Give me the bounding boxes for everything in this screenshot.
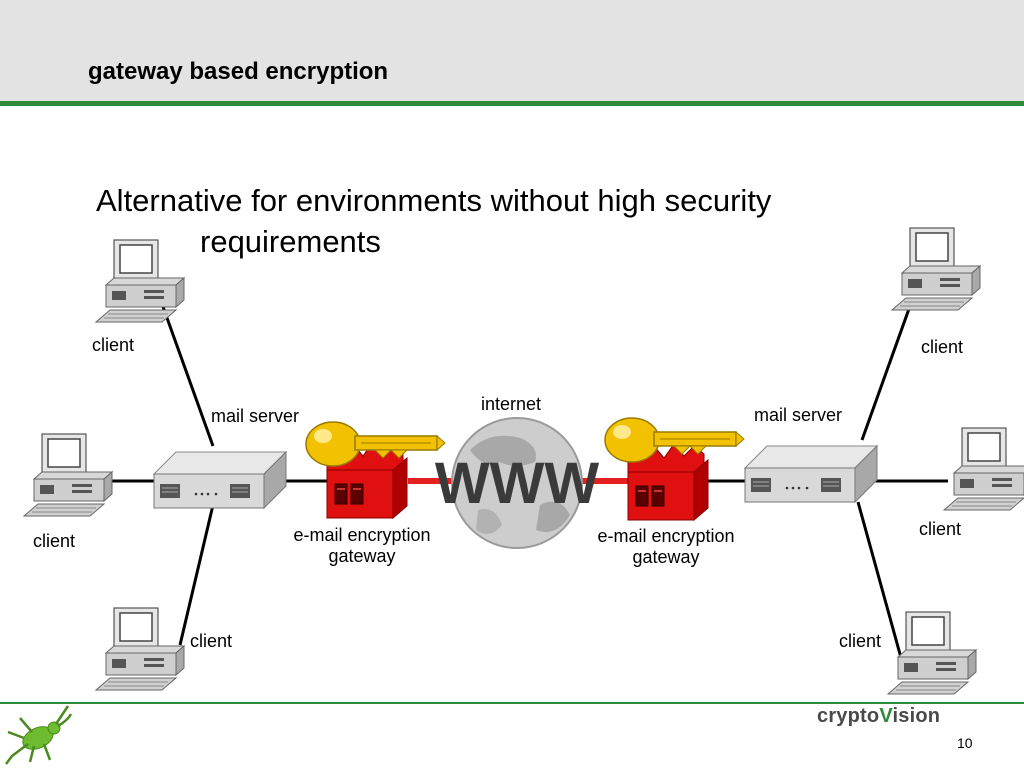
- header-bar: [0, 0, 1024, 101]
- gateway-label-line1: e-mail encryption: [293, 525, 431, 545]
- client-computer-icon: [95, 239, 185, 323]
- client-label: client: [839, 631, 882, 651]
- mail-server-label: mail server: [754, 405, 843, 425]
- gateway-label-line1: e-mail encryption: [597, 526, 735, 546]
- header-divider: [0, 101, 1024, 106]
- client-computer-icon: [891, 227, 981, 311]
- subtitle-line2: requirements: [200, 224, 381, 259]
- internet-globe-icon: WWW: [435, 417, 599, 549]
- mail-server-label: mail server: [211, 406, 300, 426]
- client-computer-icon: [943, 427, 1024, 511]
- slide-subtitle: Alternative for environments without hig…: [96, 180, 896, 262]
- mail-server-icon: [744, 445, 878, 503]
- gateway-label: e-mail encryption gateway: [286, 525, 438, 567]
- subtitle-line1: Alternative for environments without hig…: [96, 183, 772, 218]
- client-label: client: [33, 531, 76, 551]
- gateway-label-line2: gateway: [632, 547, 700, 567]
- www-text: WWW: [435, 451, 599, 516]
- footer-divider: [0, 702, 1024, 704]
- slide-title: gateway based encryption: [88, 58, 389, 85]
- internet-label: internet: [481, 394, 542, 414]
- client-computer-icon: [23, 433, 113, 517]
- brand-text-v: V: [879, 705, 893, 727]
- cryptovision-logo: cryptoVision: [817, 705, 940, 728]
- brand-text-part1: crypto: [817, 705, 880, 727]
- client-label: client: [190, 631, 233, 651]
- page-number: 10: [957, 735, 973, 751]
- client-label: client: [919, 519, 962, 539]
- brand-text-part2: ision: [892, 705, 941, 727]
- gateway-label-line2: gateway: [328, 546, 396, 566]
- client-computer-icon: [95, 607, 185, 691]
- gateway-label: e-mail encryption gateway: [590, 526, 742, 568]
- mail-server-icon: [153, 451, 287, 509]
- client-label: client: [921, 337, 964, 357]
- cricket-logo-icon: [5, 705, 72, 765]
- client-label: client: [92, 335, 135, 355]
